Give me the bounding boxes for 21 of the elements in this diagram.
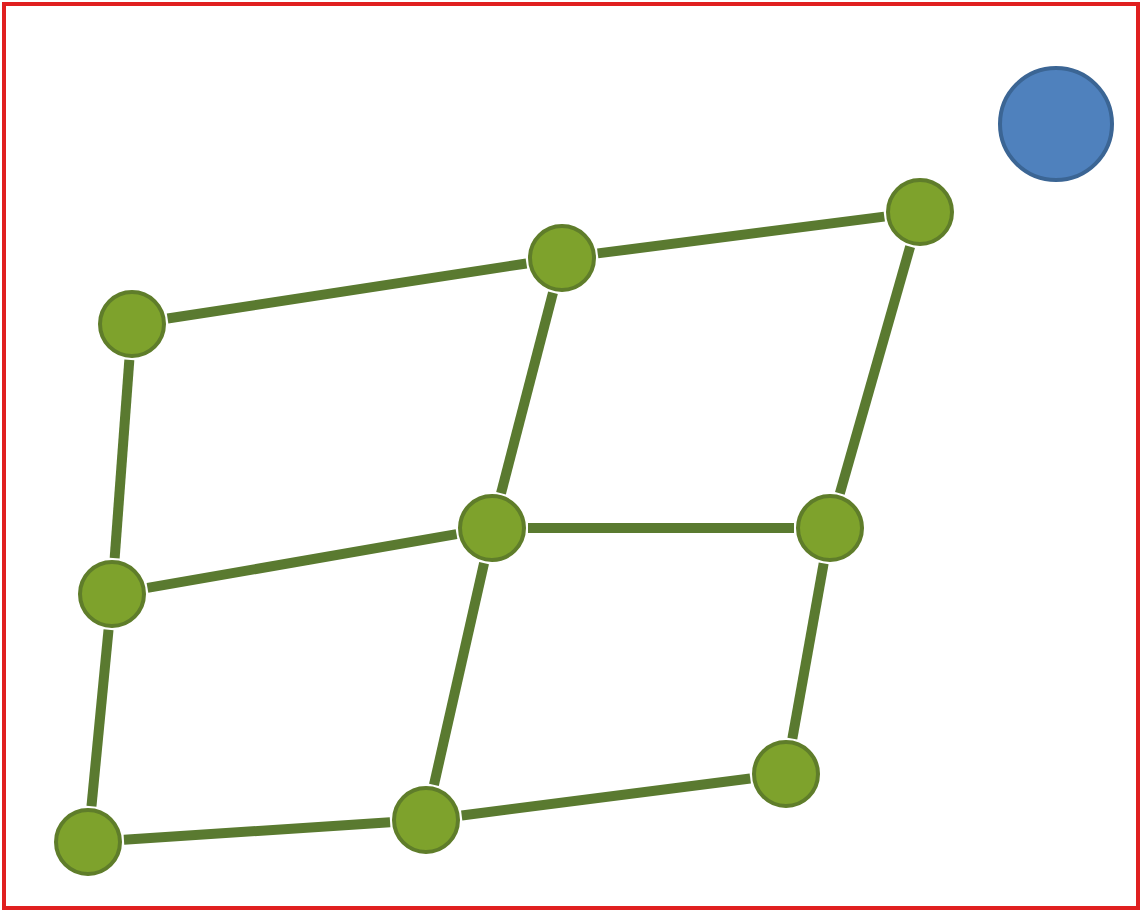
connector-line: [109, 359, 135, 559]
connector-line: [597, 211, 885, 259]
circle-node: [886, 178, 954, 246]
connector-line: [123, 817, 391, 845]
connector-line: [461, 773, 751, 821]
circle-node: [98, 290, 166, 358]
circle-node: [458, 494, 526, 562]
connector-line: [146, 529, 458, 593]
circle-node: [392, 786, 460, 854]
connector-line: [86, 629, 114, 807]
connector-line: [429, 562, 489, 786]
circle-node: [54, 808, 122, 876]
connector-line: [787, 562, 829, 740]
circle-node: [528, 224, 596, 292]
connector-line: [835, 245, 915, 495]
connector-line: [496, 291, 558, 495]
circle-node: [796, 494, 864, 562]
circle-node: [752, 740, 820, 808]
connector-line: [166, 258, 528, 324]
circle-node: [78, 560, 146, 628]
connector-line: [528, 523, 794, 533]
